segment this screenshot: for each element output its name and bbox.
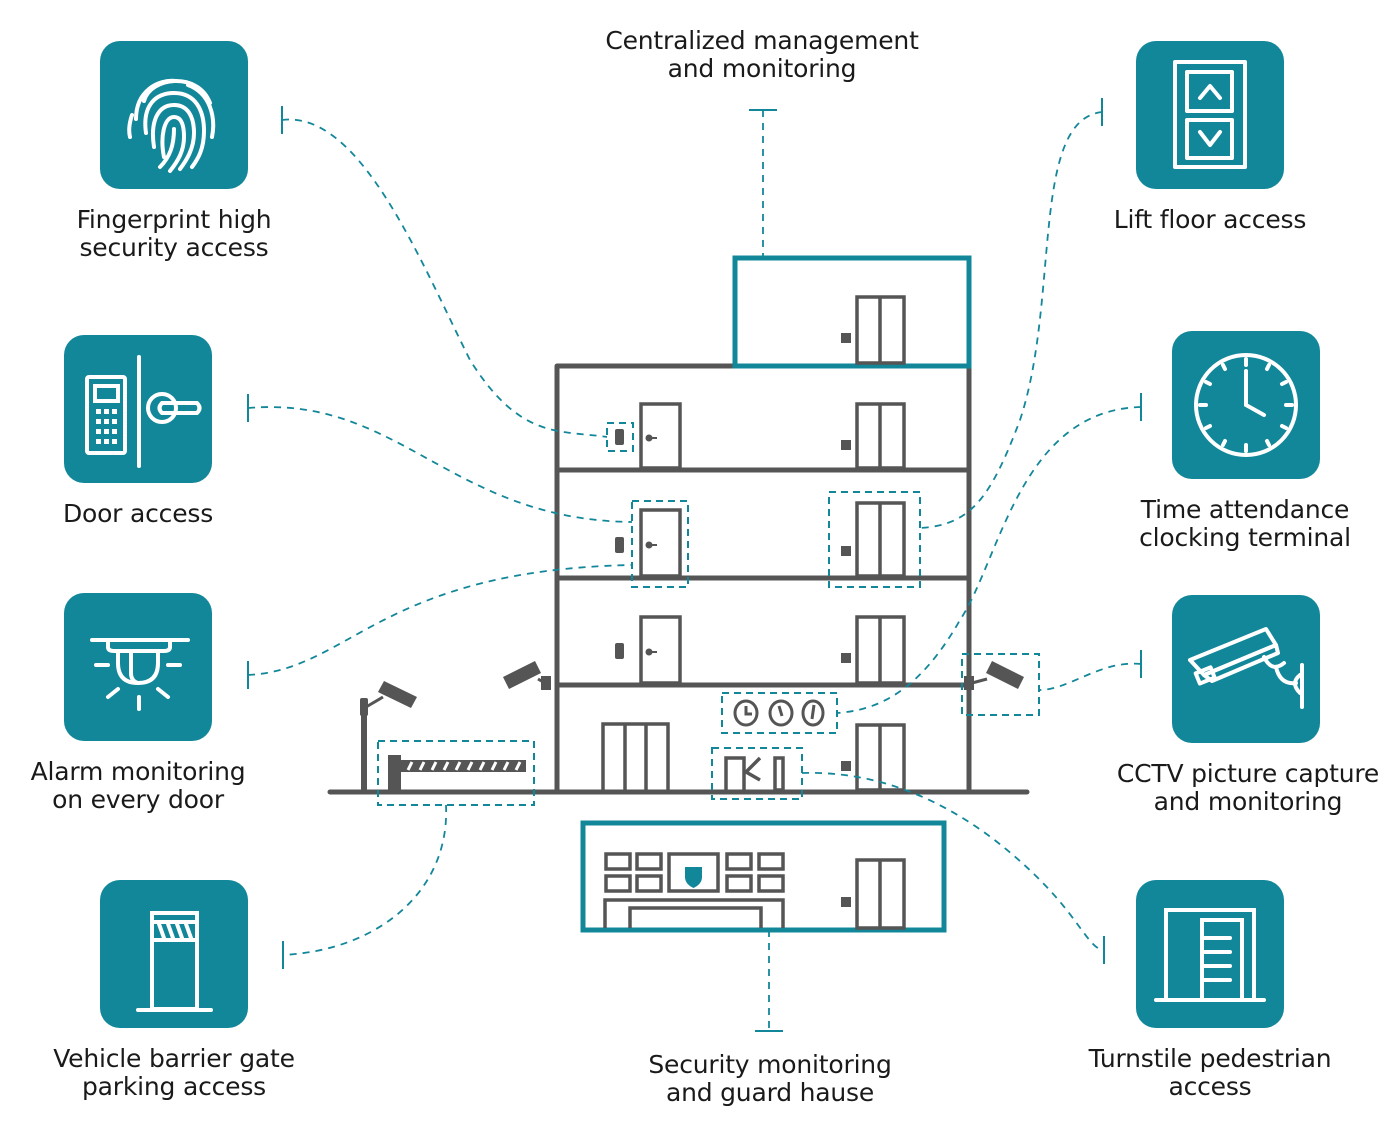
highlight-cctv (961, 653, 1040, 716)
lift-door-roof (855, 295, 906, 365)
shield-icon (685, 867, 702, 888)
lift-label: Lift floor access (1113, 205, 1307, 234)
connector-barrier (282, 804, 447, 956)
barrier-tile (100, 880, 248, 1028)
lift-tile (1136, 41, 1284, 189)
highlight-door (631, 500, 689, 588)
highlight-boxes (377, 422, 1040, 806)
connector-lift (919, 111, 1103, 529)
fingerprint-tile (100, 41, 248, 189)
connector-end-caps (247, 98, 1142, 1032)
alarm-label: Alarm monitoring on every door (30, 757, 246, 814)
monitor-wall (603, 852, 785, 928)
fingerprint-icon (127, 78, 216, 173)
cctv-camera-left (503, 661, 551, 690)
highlight-clocks (721, 692, 838, 734)
door-readers (615, 429, 624, 659)
barrier-stripes (406, 761, 522, 771)
lift-door-floor-2 (855, 615, 906, 685)
barrier-label: Vehicle barrier gate parking access (53, 1044, 295, 1101)
connector-turnstile (801, 772, 1105, 951)
time-tile (1172, 331, 1320, 479)
connector-alarm (247, 564, 633, 676)
lift-door-floor-4 (855, 402, 906, 470)
connector-cctv (1038, 662, 1142, 691)
cctv-camera-right (964, 661, 1024, 690)
lift-door-guard-house (855, 858, 906, 930)
main-entrance-doors (601, 722, 670, 794)
lift-call-button-guard-house (841, 897, 851, 907)
cctv-label: CCTV picture capture and monitoring (1116, 759, 1380, 816)
connector-lines (247, 110, 1142, 1030)
turnstile-tile (1136, 880, 1284, 1028)
vehicle-barrier-gate (388, 755, 526, 792)
door-keypad-handle-icon (85, 355, 202, 468)
barrier-gate-icon (136, 911, 213, 1012)
lift-doors (855, 295, 906, 792)
door-access-tile (64, 335, 212, 483)
connector-fingerprint (281, 118, 608, 438)
door-handles (645, 434, 657, 656)
connector-door (247, 406, 633, 523)
lift-call-buttons (841, 333, 851, 771)
door-access-label: Door access (62, 499, 214, 528)
lift-door-floor-3 (855, 501, 906, 578)
cctv-camera-pole (360, 681, 417, 792)
alarm-siren-icon (90, 638, 190, 711)
wall-clocks (733, 699, 825, 727)
building-cctv-cameras (360, 661, 1024, 792)
highlight-fingerprint-reader (606, 422, 634, 452)
highlight-turnstile (711, 747, 803, 800)
office-doors (639, 402, 682, 685)
highlight-lift (828, 491, 921, 588)
fingerprint-label: Fingerprint high security access (76, 205, 272, 262)
turnstile-icon (1154, 908, 1266, 1002)
clock-icon (1194, 353, 1298, 457)
central-management-label: Centralized management and monitoring (605, 26, 919, 83)
lift-door-ground (855, 723, 906, 792)
guard-house-room (580, 820, 947, 933)
alarm-tile (64, 593, 212, 741)
cctv-camera-icon (1188, 627, 1304, 709)
building-left-wall (554, 363, 738, 795)
turnstile-label: Turnstile pedestrian access (1088, 1044, 1332, 1101)
central-management-room (732, 255, 972, 369)
lift-up-down-buttons-icon (1173, 60, 1247, 169)
cctv-tile (1172, 595, 1320, 743)
turnstile-glyph (724, 756, 785, 792)
highlight-barrier (377, 740, 535, 806)
connector-time (836, 406, 1142, 714)
time-attendance-label: Time attendance clocking terminal (1139, 495, 1351, 552)
guard-house-label: Security monitoring and guard hause (648, 1050, 892, 1107)
